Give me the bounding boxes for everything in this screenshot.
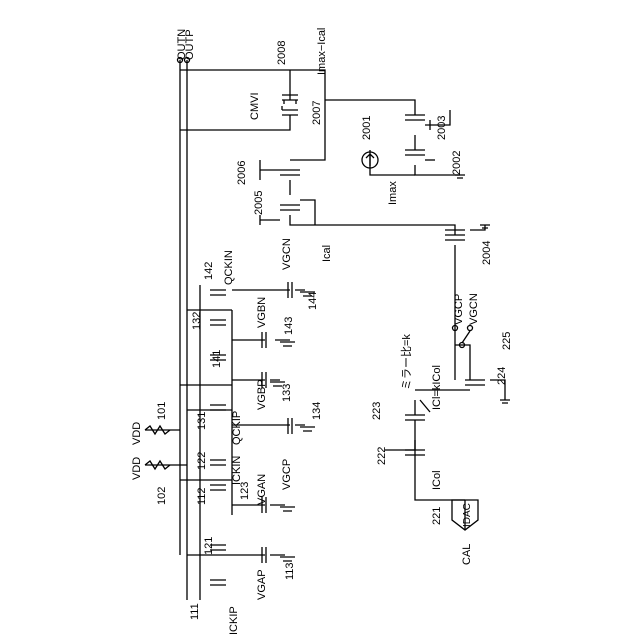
transistor-224: [465, 380, 485, 385]
ref-141: 141: [211, 350, 223, 368]
ref-134: 134: [311, 402, 323, 420]
ref-131: 131: [196, 412, 208, 430]
ref-2005: 2005: [253, 191, 265, 215]
2007-drain-wire: [180, 115, 290, 130]
label-qckin: QCKIN: [223, 250, 235, 285]
transistor-2002: [405, 150, 435, 160]
ref-224: 224: [496, 367, 508, 385]
imax-source-wire: [370, 150, 415, 175]
label-ickin: ICKIN: [231, 456, 243, 485]
ref-223: 223: [371, 402, 383, 420]
ref-112: 112: [196, 487, 208, 505]
ref-2008: 2008: [276, 41, 288, 65]
label-icl-formula: ICl=kICol: [431, 365, 443, 410]
transistor-132: [210, 320, 226, 325]
ref-2004: 2004: [481, 241, 493, 265]
ref-142: 142: [203, 262, 215, 280]
ref-225: 225: [501, 332, 513, 350]
label-ickip: ICKIP: [228, 606, 240, 635]
ref-144: 144: [307, 292, 319, 310]
transistor-112: [210, 485, 226, 490]
ground-symbols: [270, 175, 510, 561]
ref-2007: 2007: [311, 101, 323, 125]
label-vdd-2: VDD: [131, 457, 143, 480]
transistor-2003: [405, 115, 430, 130]
label-vgcp-right: VGCP: [453, 294, 465, 325]
current-source-2001: [362, 152, 378, 168]
switch-wire: [455, 345, 470, 380]
transistor-113: [262, 547, 285, 563]
transistor-2006: [260, 160, 300, 180]
reference-numbers: 2008 2007 2001 2003 2002 2006 2005 2004 …: [156, 41, 513, 620]
ref-222: 222: [376, 447, 388, 465]
transistor-144: [288, 282, 305, 298]
label-vgcn-top: VGCN: [281, 238, 293, 270]
label-vgbn: VGBN: [256, 297, 268, 328]
ref-111: 111: [189, 603, 201, 620]
transistor-131: [210, 405, 226, 410]
ref-132: 132: [191, 312, 203, 330]
label-qckip: QCKIP: [231, 411, 243, 445]
ref-133: 133: [281, 384, 293, 402]
ref-2003: 2003: [436, 116, 448, 140]
label-imax-ical: Imax−Ical: [316, 28, 328, 75]
label-outp: OUTP: [184, 29, 196, 60]
label-vgan: VGAN: [256, 474, 268, 505]
signal-labels: OUTN OUTP Imax−Ical CMVI Imax Ical QCKIN…: [131, 28, 480, 635]
label-idac: IDAC: [462, 503, 473, 527]
transistor-134: [288, 418, 305, 434]
transistor-2007: [282, 106, 298, 115]
ref-123: 123: [239, 482, 251, 500]
label-cal: CAL: [461, 544, 473, 565]
ref-102: 102: [156, 487, 168, 505]
transistor-111: [210, 580, 226, 585]
label-ical: Ical: [321, 245, 333, 262]
ref-2001: 2001: [361, 116, 373, 140]
node-to-2003: [325, 100, 415, 115]
label-vdd-1: VDD: [131, 422, 143, 445]
label-vgcp-left: VGCP: [281, 459, 293, 490]
222-ground: [385, 440, 415, 450]
ref-221: 221: [431, 507, 443, 525]
label-vgcn-right: VGCN: [468, 293, 480, 325]
label-mirror-ratio: ミラー比=k: [400, 334, 413, 390]
ref-121: 121: [203, 537, 215, 555]
label-icol: ICol: [431, 470, 443, 490]
transistor-223: [405, 400, 430, 420]
ical-node: [300, 200, 315, 225]
ref-113: 113: [284, 562, 296, 580]
transistor-122: [210, 460, 226, 465]
transistor-2005: [260, 205, 300, 225]
ref-143: 143: [283, 317, 295, 335]
label-cmvi: CMVI: [249, 93, 261, 121]
ref-101: 101: [156, 402, 168, 420]
transistor-142: [210, 290, 226, 295]
label-vgap: VGAP: [256, 569, 268, 600]
ref-2002: 2002: [451, 151, 463, 175]
ref-2006: 2006: [236, 161, 248, 185]
label-imax: Imax: [387, 181, 399, 205]
label-vgbp: VGBP: [256, 379, 268, 410]
ref-122: 122: [196, 452, 208, 470]
